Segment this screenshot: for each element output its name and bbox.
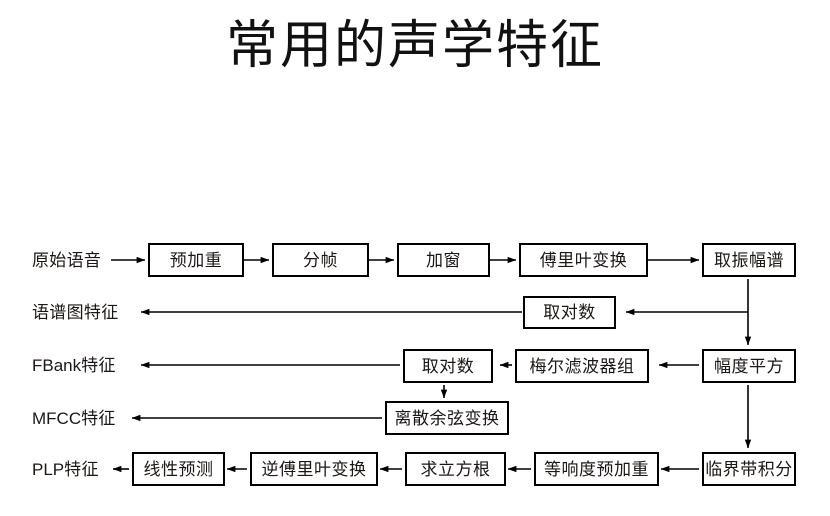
label-fbank-feature-cjk: 特征 [81,356,116,375]
node-mel-filterbank[interactable]: 梅尔滤波器组 [515,349,649,383]
label-mfcc-feature: MFCC特征 [32,410,116,427]
node-inverse-fourier-transform[interactable]: 逆傅里叶变换 [250,452,378,486]
label-spectrogram-feature: 语谱图特征 [32,303,119,322]
node-pre-emphasis[interactable]: 预加重 [148,243,244,277]
node-critical-band-integration[interactable]: 临界带积分 [702,452,796,486]
label-fbank-feature-latin: FBank [32,356,82,375]
node-linear-prediction[interactable]: 线性预测 [132,452,225,486]
node-dct[interactable]: 离散余弦变换 [385,401,509,435]
label-raw-speech: 原始语音 [32,251,102,270]
node-equal-loudness-pre-emphasis[interactable]: 等响度预加重 [534,452,659,486]
label-mfcc-feature-cjk: 特征 [81,409,116,428]
node-fourier-transform[interactable]: 傅里叶变换 [519,243,648,277]
label-plp-feature: PLP特征 [32,461,99,478]
node-cube-root[interactable]: 求立方根 [405,452,506,486]
label-mfcc-feature-latin: MFCC [32,409,82,428]
node-windowing[interactable]: 加窗 [397,243,490,277]
label-fbank-feature: FBank特征 [32,357,116,374]
node-magnitude-spectrum[interactable]: 取振幅谱 [702,243,796,277]
node-log-spectrogram[interactable]: 取对数 [523,296,616,329]
node-power-spectrum[interactable]: 幅度平方 [702,349,796,383]
page-title: 常用的声学特征 [225,18,604,75]
label-plp-feature-cjk: 特征 [64,460,99,479]
label-plp-feature-latin: PLP [32,460,65,479]
node-log-fbank[interactable]: 取对数 [403,349,493,383]
node-framing[interactable]: 分帧 [272,243,369,277]
